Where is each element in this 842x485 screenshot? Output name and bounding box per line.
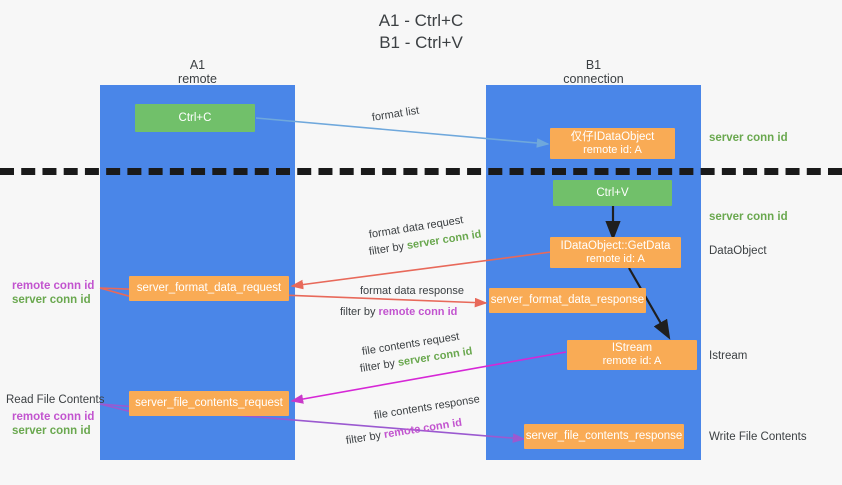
lane-b1-name: B1 bbox=[585, 58, 602, 72]
box-ctrl-c-label: Ctrl+C bbox=[178, 111, 212, 124]
right-label-write-file-contents: Write File Contents bbox=[709, 431, 807, 443]
lane-header-b1: B1 connection bbox=[486, 58, 701, 86]
right-label-server-conn-id-mid: server conn id bbox=[709, 211, 788, 223]
box-server-format-data-request[interactable]: server_format_data_request bbox=[129, 276, 289, 301]
box-server-file-contents-response[interactable]: server_file_contents_response bbox=[524, 424, 684, 449]
lane-a1-sub: remote bbox=[178, 72, 217, 86]
phase-divider bbox=[0, 168, 842, 175]
box-server-file-contents-response-label: server_file_contents_response bbox=[525, 430, 683, 442]
lane-b1-sub: connection bbox=[563, 72, 624, 86]
edge-format-list bbox=[255, 117, 550, 148]
box-server-format-data-response[interactable]: server_format_data_response bbox=[489, 288, 646, 313]
box-idataobject-top[interactable]: 仅仔IDataObject remote id: A bbox=[550, 128, 675, 159]
box-istream-label: IStream bbox=[611, 342, 653, 354]
box-ctrl-v-label: Ctrl+V bbox=[596, 186, 629, 199]
box-server-file-contents-request-label: server_file_contents_request bbox=[135, 397, 283, 409]
lane-header-a1: A1 remote bbox=[100, 58, 295, 86]
box-getdata-sub: remote id: A bbox=[586, 252, 645, 265]
box-idataobject-top-sub: remote id: A bbox=[583, 143, 642, 156]
page-title: A1 - Ctrl+C B1 - Ctrl+V bbox=[378, 11, 464, 52]
box-getdata[interactable]: IDataObject::GetData remote id: A bbox=[550, 237, 681, 268]
box-ctrl-c[interactable]: Ctrl+C bbox=[135, 104, 255, 132]
edge-file-contents-response bbox=[99, 403, 133, 413]
filter-prefix: filter by bbox=[340, 306, 379, 318]
edge-format-data-response bbox=[99, 287, 133, 298]
left-label-remote-conn-id-1: remote conn id bbox=[12, 280, 95, 292]
lane-a1-name: A1 bbox=[189, 58, 206, 72]
edge-label-format-data-response-filter: filter by remote conn id bbox=[340, 305, 457, 319]
box-ctrl-v[interactable]: Ctrl+V bbox=[553, 180, 672, 206]
box-istream[interactable]: IStream remote id: A bbox=[567, 340, 697, 370]
right-label-server-conn-id-top: server conn id bbox=[709, 132, 788, 144]
left-label-server-conn-id-2: server conn id bbox=[12, 425, 91, 437]
right-label-istream: Istream bbox=[709, 350, 748, 362]
left-label-read-file-contents: Read File Contents bbox=[6, 394, 105, 406]
edge-getdata-istream bbox=[628, 267, 671, 340]
box-istream-sub: remote id: A bbox=[602, 355, 662, 367]
box-getdata-label: IDataObject::GetData bbox=[560, 239, 671, 252]
edge-label-format-data-response: format data response bbox=[360, 285, 464, 297]
box-server-file-contents-request[interactable]: server_file_contents_request bbox=[129, 391, 289, 416]
box-server-format-data-response-label: server_format_data_response bbox=[490, 294, 645, 306]
left-label-remote-conn-id-2: remote conn id bbox=[12, 411, 95, 423]
left-label-server-conn-id-1: server conn id bbox=[12, 294, 91, 306]
edge-file-contents-request bbox=[290, 351, 567, 404]
box-server-format-data-request-label: server_format_data_request bbox=[136, 282, 282, 294]
filter-value-remote-conn-id: remote conn id bbox=[378, 306, 458, 318]
edge-format-data-request bbox=[290, 251, 552, 290]
right-label-dataobject: DataObject bbox=[709, 245, 767, 257]
box-idataobject-top-label: 仅仔IDataObject bbox=[570, 130, 655, 143]
